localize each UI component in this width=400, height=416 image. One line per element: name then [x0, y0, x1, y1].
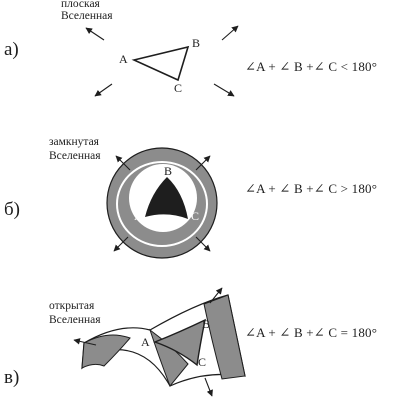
closed-title-line-1: замкнутая	[49, 136, 99, 148]
saddle-arrow-bottom	[204, 377, 213, 397]
sphere-arrow-bottom-right	[195, 236, 211, 252]
sphere-arrow-top-right	[195, 155, 211, 171]
expansion-arrow-top-right	[221, 25, 239, 41]
closed-angle-formula: ∠A + ∠ B +∠ C > 180°	[245, 181, 378, 196]
sphere-arrow-top-left	[115, 155, 131, 171]
open-title-line-2: Вселенная	[49, 314, 101, 326]
open-vertex-b: B	[202, 317, 211, 331]
closed-panel-letter: б)	[4, 199, 20, 220]
closed-title-line-2: Вселенная	[49, 150, 101, 162]
flat-vertex-b: B	[192, 36, 201, 50]
expansion-arrow-bottom-right	[213, 83, 235, 97]
flat-vertex-c: C	[174, 81, 183, 95]
open-panel-letter: в)	[4, 367, 20, 388]
expansion-arrow-bottom-left	[94, 83, 113, 97]
closed-vertex-c: C	[191, 209, 200, 223]
sphere-great-circle	[116, 161, 208, 247]
flat-triangle	[131, 45, 190, 82]
open-angle-formula: ∠A + ∠ B +∠ C = 180°	[245, 325, 378, 340]
hyperbolic-triangle	[153, 318, 206, 367]
flat-panel-letter: а)	[4, 39, 19, 60]
open-universe-diagram	[73, 287, 246, 397]
open-vertex-a: A	[141, 335, 150, 349]
saddle-left-fold	[81, 334, 131, 369]
flat-vertex-a: A	[119, 52, 128, 66]
saddle-arrow-top	[209, 287, 223, 304]
closed-universe-diagram	[106, 147, 218, 259]
spherical-triangle	[145, 177, 188, 219]
flat-title-line-1: плоская	[61, 0, 100, 10]
saddle-arrow-left	[73, 338, 97, 346]
sphere-arrow-bottom-left	[113, 236, 129, 252]
closed-vertex-b: B	[164, 164, 173, 178]
closed-vertex-a: A	[134, 209, 143, 223]
flat-title-line-2: Вселенная	[61, 10, 113, 22]
flat-angle-formula: ∠A + ∠ B +∠ C < 180°	[245, 59, 378, 74]
saddle-right-fold	[203, 294, 246, 380]
open-vertex-c: C	[198, 355, 207, 369]
flat-universe-diagram	[85, 25, 239, 97]
expansion-arrow-top-left	[85, 27, 105, 41]
open-title-line-1: открытая	[49, 300, 95, 312]
